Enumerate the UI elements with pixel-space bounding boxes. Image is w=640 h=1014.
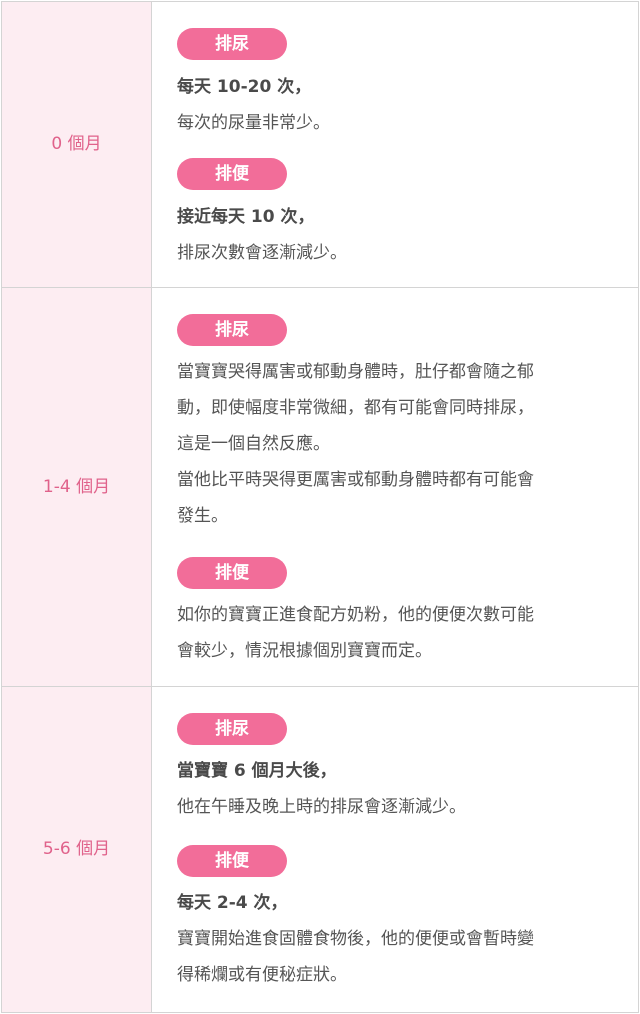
bowel-text: 接近每天 10 次， 排尿次數會逐漸減少。 — [177, 199, 614, 271]
text-line: 當寶寶 6 個月大後， — [177, 761, 337, 781]
urination-text: 當寶寶 6 個月大後， 他在午睡及晚上時的排尿會逐漸減少。 — [177, 753, 614, 825]
table-row-1-4-months: 1-4 個月 排尿 當寶寶哭得厲害或郁動身體時，肚仔都會隨之郁 動，即使幅度非常… — [2, 287, 638, 686]
text-line: 排尿次數會逐漸減少。 — [177, 243, 347, 263]
content-cell: 排尿 當寶寶 6 個月大後， 他在午睡及晚上時的排尿會逐漸減少。 排便 每天 2… — [152, 687, 638, 1012]
text-line: 每次的尿量非常少。 — [177, 113, 330, 133]
bowel-text: 每天 2-4 次， 寶寶開始進食固體食物後，他的便便或會暫時變 得稀爛或有便秘症… — [177, 885, 614, 993]
bowel-tag: 排便 — [177, 557, 287, 589]
text-line: 每天 10-20 次， — [177, 77, 312, 97]
age-cell: 0 個月 — [2, 2, 152, 287]
urination-tag: 排尿 — [177, 28, 287, 60]
urination-text: 每天 10-20 次， 每次的尿量非常少。 — [177, 69, 614, 141]
age-label: 5-6 個月 — [42, 839, 111, 859]
bowel-tag: 排便 — [177, 845, 287, 877]
text-line: 會較少，情況根據個別寶寶而定。 — [177, 641, 432, 661]
text-line: 寶寶開始進食固體食物後，他的便便或會暫時變 — [177, 929, 534, 949]
age-label: 0 個月 — [51, 134, 102, 154]
age-label: 1-4 個月 — [42, 476, 111, 497]
table-row-5-6-months: 5-6 個月 排尿 當寶寶 6 個月大後， 他在午睡及晚上時的排尿會逐漸減少。 … — [2, 686, 638, 1012]
text-line: 當寶寶哭得厲害或郁動身體時，肚仔都會隨之郁 — [177, 362, 534, 382]
text-line: 接近每天 10 次， — [177, 207, 315, 227]
urination-tag: 排尿 — [177, 713, 287, 745]
age-cell: 1-4 個月 — [2, 288, 152, 686]
bowel-text: 如你的寶寶正進食配方奶粉，他的便便次數可能 會較少，情況根據個別寶寶而定。 — [177, 597, 614, 669]
text-line: 如你的寶寶正進食配方奶粉，他的便便次數可能 — [177, 605, 534, 625]
urination-text: 當寶寶哭得厲害或郁動身體時，肚仔都會隨之郁 動，即使幅度非常微細，都有可能會同時… — [177, 354, 614, 534]
text-line: 得稀爛或有便秘症狀。 — [177, 965, 347, 985]
text-line: 當他比平時哭得更厲害或郁動身體時都有可能會 — [177, 470, 534, 490]
text-line: 發生。 — [177, 506, 228, 526]
text-line: 這是一個自然反應。 — [177, 434, 330, 454]
table-row-0-months: 0 個月 排尿 每天 10-20 次， 每次的尿量非常少。 排便 接近每天 10… — [2, 2, 638, 287]
bowel-tag: 排便 — [177, 158, 287, 190]
age-cell: 5-6 個月 — [2, 687, 152, 1012]
text-line: 每天 2-4 次， — [177, 893, 288, 913]
content-cell: 排尿 當寶寶哭得厲害或郁動身體時，肚仔都會隨之郁 動，即使幅度非常微細，都有可能… — [152, 288, 638, 686]
text-line: 動，即使幅度非常微細，都有可能會同時排尿， — [177, 398, 534, 418]
text-line: 他在午睡及晚上時的排尿會逐漸減少。 — [177, 797, 466, 817]
content-cell: 排尿 每天 10-20 次， 每次的尿量非常少。 排便 接近每天 10 次， 排… — [152, 2, 638, 287]
urination-tag: 排尿 — [177, 314, 287, 346]
